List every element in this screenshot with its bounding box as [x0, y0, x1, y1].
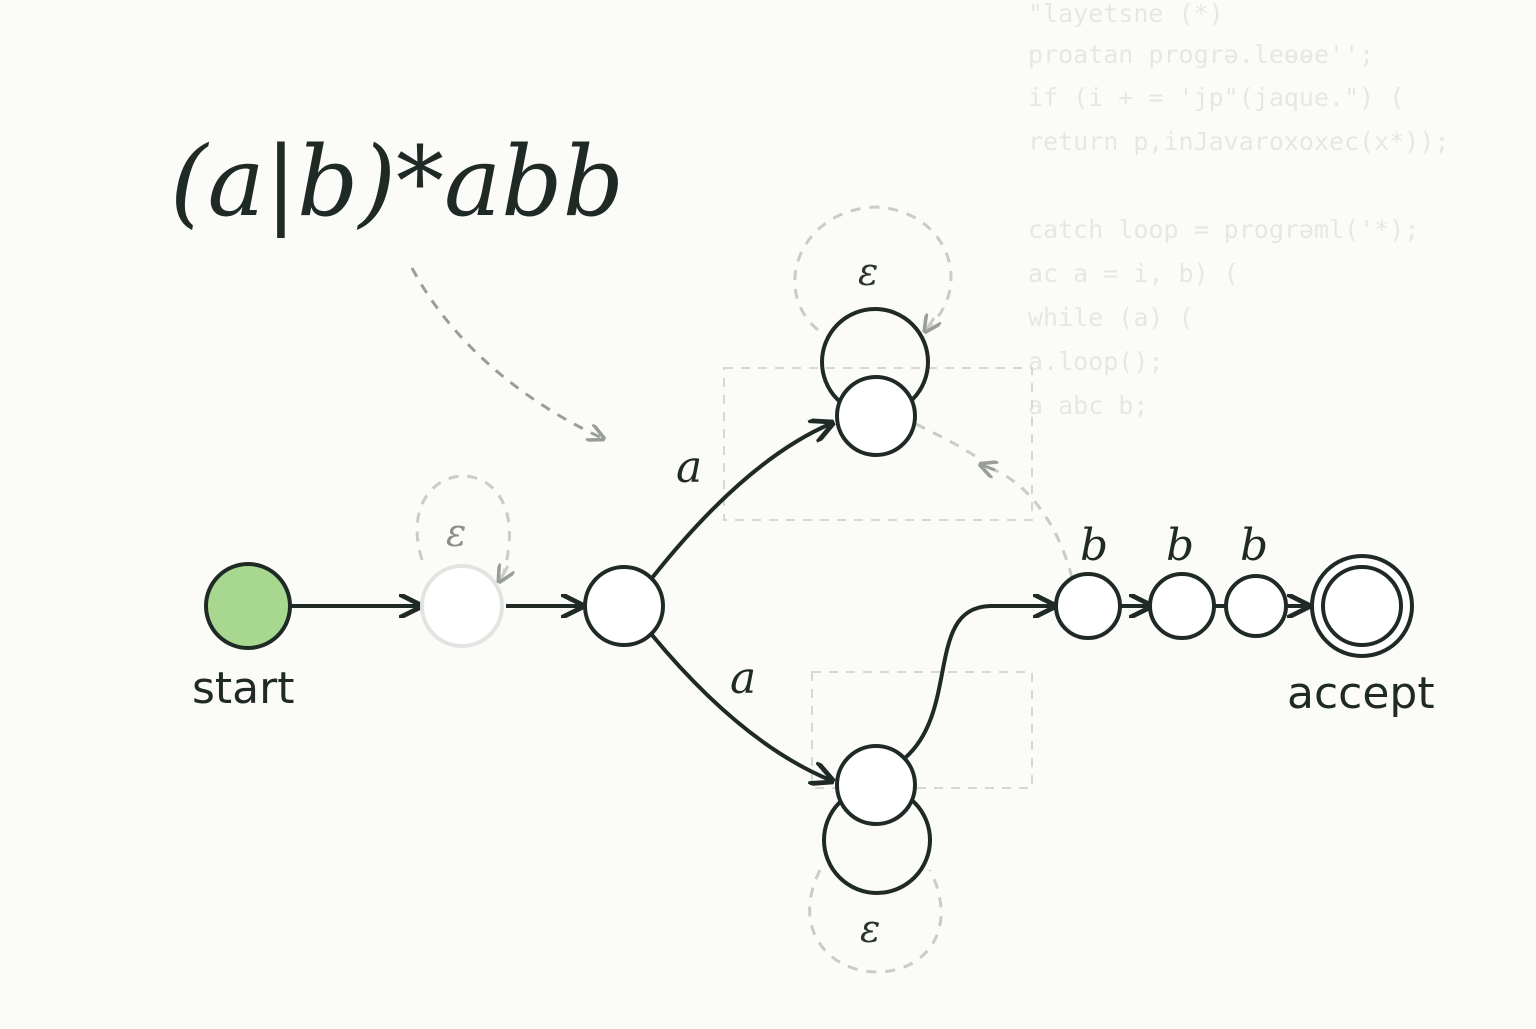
ghost-back-edge: [983, 464, 1074, 579]
state-branch: [583, 565, 665, 647]
code-line: catch loop = progrəml('*);: [1028, 215, 1419, 244]
edge-label-b: b: [1080, 520, 1108, 571]
ghost-epsilon-loop: [808, 869, 943, 974]
start-state: [204, 562, 292, 650]
code-line: if (i + = 'jp"(jaque.") (: [1028, 83, 1404, 112]
ghost-arrow: [500, 566, 508, 580]
state-b1: [1054, 572, 1122, 640]
ghost-epsilon-loop: [793, 205, 953, 332]
edge-label-a: a: [730, 653, 756, 704]
code-line: while (a) (: [1028, 303, 1194, 332]
code-line: return p,inJavaroxoxec(x*));: [1028, 127, 1449, 156]
ghost-state: [420, 564, 504, 648]
background-code: "layetsne (*) proatan progrə.leɵɵe''; if…: [1028, 0, 1449, 420]
edge-lower-a: [650, 633, 830, 780]
code-line: "layetsne (*): [1028, 0, 1224, 28]
accept-label: accept: [1287, 668, 1435, 719]
state-lower: [835, 744, 917, 826]
epsilon-label: ε: [860, 907, 880, 951]
regex-pointer-arrow: [410, 267, 602, 438]
regex-title: (a|b)*abb: [170, 126, 624, 238]
edge-label-b: b: [1166, 520, 1194, 571]
code-line: a abc b;: [1028, 391, 1148, 420]
ghost-back-edge: [915, 422, 976, 458]
state-b3: [1224, 574, 1288, 638]
ghost-group-box: [723, 367, 1033, 521]
code-line: ac a = i, b) (: [1028, 259, 1239, 288]
edge-label-b: b: [1240, 520, 1268, 571]
epsilon-label: ε: [858, 250, 878, 294]
accept-state-inner-ring: [1321, 565, 1403, 647]
ghost-group-box: [811, 671, 1033, 789]
epsilon-label: ε: [446, 511, 466, 555]
code-line: a.loop();: [1028, 347, 1163, 376]
state-b2: [1148, 572, 1216, 640]
ghost-arrow: [926, 318, 934, 330]
edge-lower-to-b1: [903, 606, 1052, 760]
code-line: proatan progrə.leɵɵe'';: [1028, 40, 1374, 69]
start-label: start: [192, 663, 294, 714]
state-upper: [835, 375, 917, 457]
edge-upper-a: [650, 424, 830, 580]
edge-label-a: a: [676, 442, 702, 493]
ghost-epsilon-loop: [415, 474, 511, 573]
accept-state: [1310, 554, 1414, 658]
ghost-arrow: [982, 465, 995, 470]
